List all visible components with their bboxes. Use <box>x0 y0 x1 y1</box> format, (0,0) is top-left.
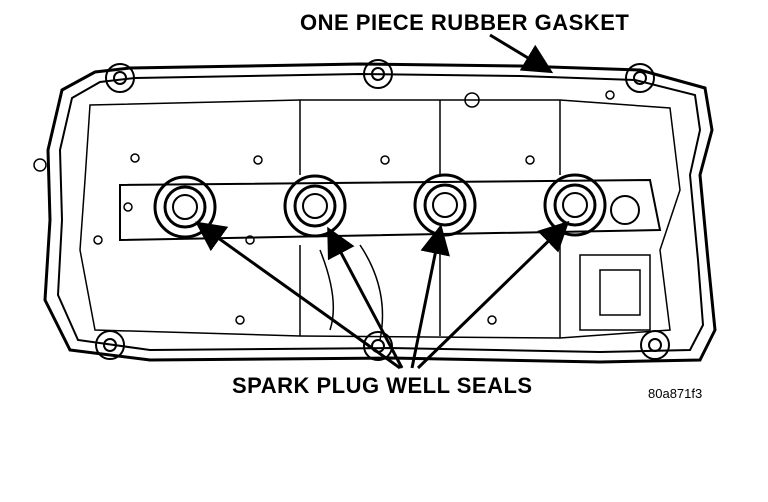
gasket-leader-arrow <box>489 33 554 74</box>
leader-arrow-2 <box>327 226 404 369</box>
figure-code: 80a871f3 <box>648 386 702 401</box>
rubber-gasket <box>56 72 705 354</box>
cover-ribs <box>299 100 651 341</box>
seal-2 <box>283 174 347 238</box>
leader-arrow-1 <box>195 221 401 370</box>
seal-1 <box>153 175 217 239</box>
leader-arrow-4 <box>416 220 570 370</box>
small-holes <box>33 90 615 325</box>
plug-well-rail <box>119 178 662 242</box>
seal-3 <box>413 173 477 237</box>
cover-outline <box>43 62 717 364</box>
bolt-holes <box>95 59 670 361</box>
seal-leader-arrows <box>195 220 570 370</box>
seal-4 <box>543 173 640 237</box>
gasket-label: ONE PIECE RUBBER GASKET <box>300 10 629 35</box>
seals-label: SPARK PLUG WELL SEALS <box>232 373 533 398</box>
leader-arrow-3 <box>410 224 450 369</box>
